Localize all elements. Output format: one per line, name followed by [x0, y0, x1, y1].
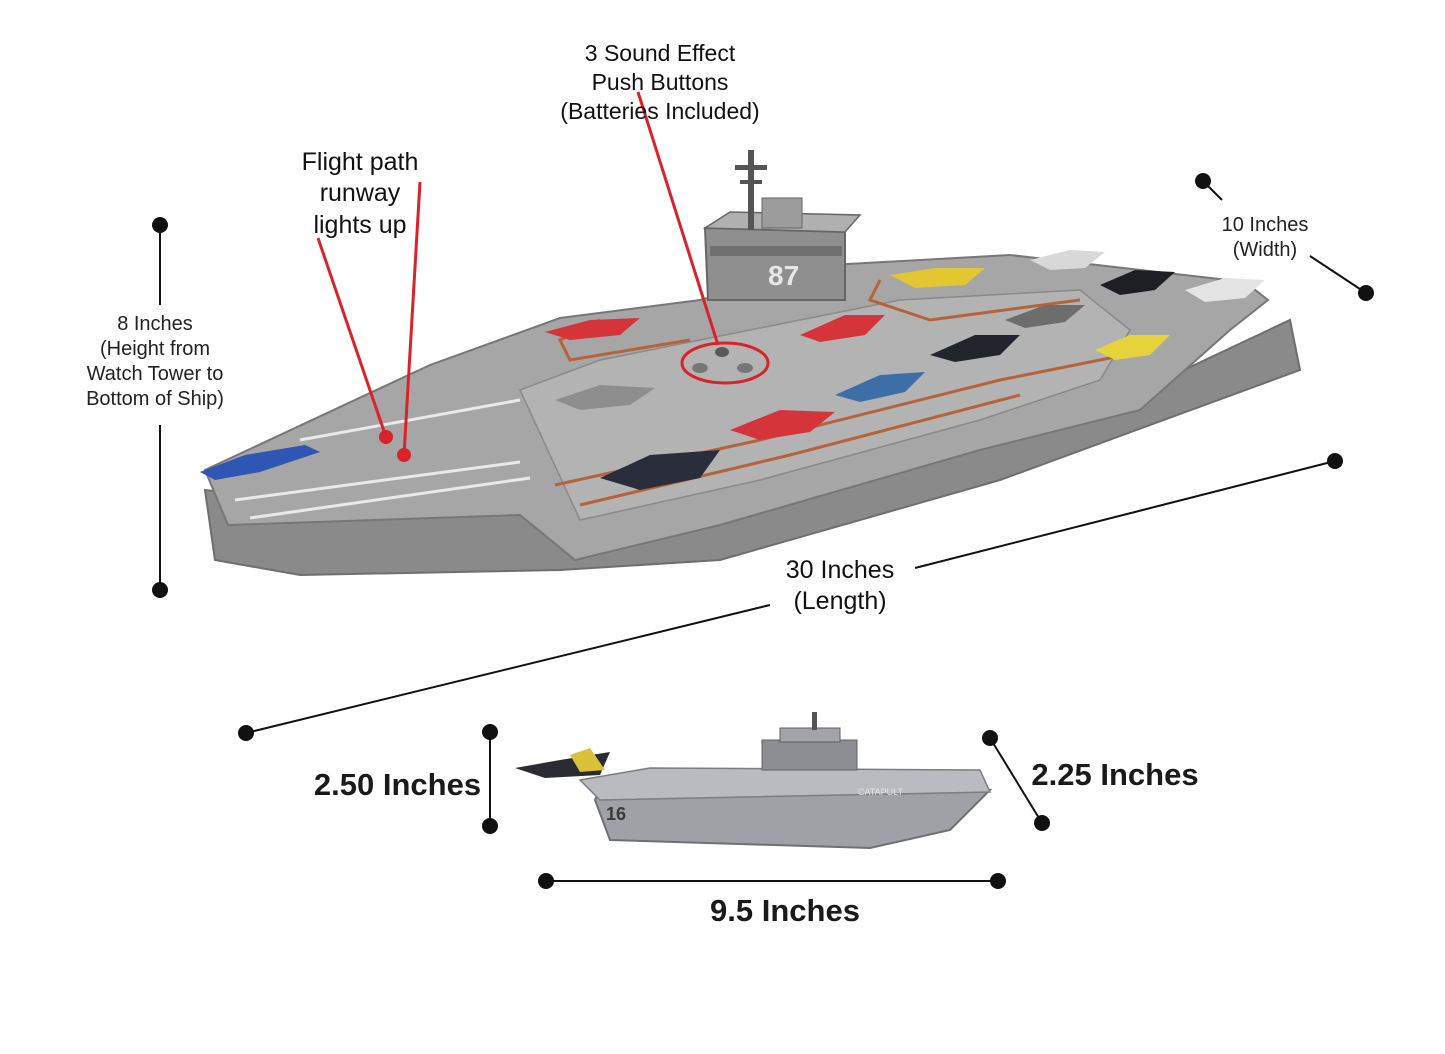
deck-planes — [200, 250, 1265, 490]
runway-lights-label: Flight path runway lights up — [301, 148, 419, 239]
sound-buttons-highlight — [680, 341, 770, 385]
dimension-dots — [152, 173, 1374, 889]
length-small-label: 9.5 Inches — [710, 893, 860, 928]
height-large-label: 8 Inches (Height from Watch Tower to Bot… — [86, 313, 224, 410]
sound-buttons — [680, 341, 770, 385]
height-small-label: 2.50 Inches — [313, 767, 482, 802]
small-carrier-deck-text: CATAPULT — [858, 787, 904, 797]
dimension-lines — [159, 180, 1367, 882]
small-carrier — [515, 712, 993, 850]
width-large-label: 10 Inches (Width) — [1221, 214, 1309, 261]
runway-markings — [234, 398, 531, 520]
small-carrier-number: 16 — [606, 804, 626, 824]
island-tower — [702, 150, 862, 301]
callout-lines — [316, 91, 720, 456]
sound-buttons-label: 3 Sound Effect Push Buttons (Batteries I… — [560, 40, 760, 124]
large-carrier-number: 87 — [768, 260, 799, 291]
length-large-label: 30 Inches (Length) — [785, 556, 895, 616]
width-small-label: 2.25 Inches — [1031, 757, 1199, 792]
